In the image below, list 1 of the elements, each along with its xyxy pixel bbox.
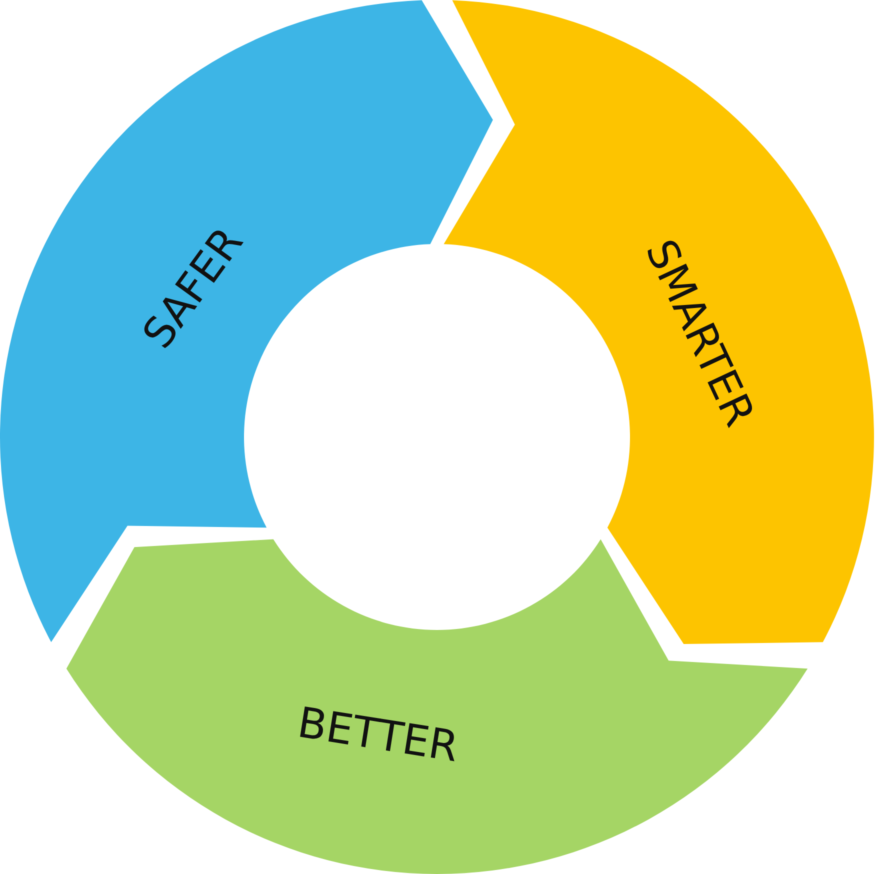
segment-label: BETTER: [294, 702, 462, 768]
